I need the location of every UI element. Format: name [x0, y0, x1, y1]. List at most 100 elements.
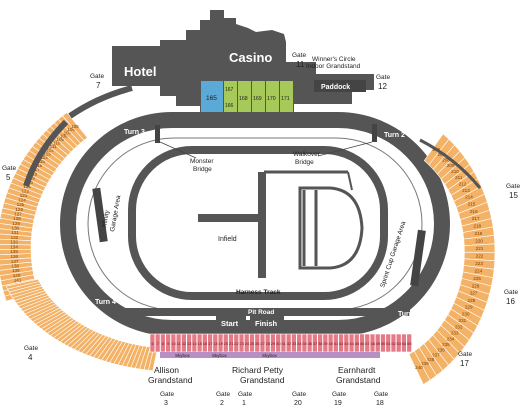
infield-oval — [298, 186, 364, 270]
harness-track-label: Harness Track — [236, 289, 281, 296]
section-136[interactable] — [0, 253, 32, 261]
section-130[interactable] — [0, 223, 33, 233]
section-label: 228 — [468, 298, 476, 303]
section-label: 10 — [171, 341, 176, 346]
right-grandstand[interactable]: 2062072082092102112122132142152162172182… — [408, 133, 496, 385]
allison-line2: Grandstand — [148, 375, 193, 385]
infield-label: Infield — [218, 236, 237, 243]
section-label: 225 — [473, 276, 481, 281]
section-label: 43 — [344, 341, 349, 346]
casino-building — [112, 10, 374, 112]
section-label: 11 — [177, 341, 182, 346]
section-label: 28 — [266, 341, 271, 346]
section-label: 18 — [213, 341, 218, 346]
section-54[interactable] — [401, 333, 407, 353]
section-label: 108 — [60, 134, 68, 139]
section-label: 53 — [397, 341, 402, 346]
apron-line — [87, 137, 423, 311]
right-back-arc — [419, 138, 482, 189]
section-label: 133 — [10, 240, 18, 245]
section-label: 236 — [437, 347, 445, 352]
section-label: 51 — [386, 341, 391, 346]
section-171-label: 171 — [281, 96, 290, 102]
section-label: 216 — [470, 209, 478, 214]
section-label: 111 — [50, 144, 57, 149]
gate-7-num: 7 — [96, 81, 101, 90]
section-6[interactable] — [149, 333, 156, 353]
gate-18-word: Gate — [374, 391, 388, 398]
section-166[interactable] — [224, 97, 237, 113]
section-170[interactable] — [266, 81, 279, 113]
section-label: 41 — [334, 341, 339, 346]
section-label: 141 — [14, 278, 22, 283]
turn-2-label: Turn 2 — [384, 132, 405, 139]
section-label: 233 — [451, 331, 459, 336]
section-105[interactable] — [62, 112, 88, 141]
section-167[interactable] — [224, 81, 237, 97]
walkover-bridge-marker — [372, 124, 377, 142]
section-132[interactable] — [0, 233, 32, 241]
section-131[interactable] — [0, 228, 33, 237]
walkover-bridge-line1: Walkover — [293, 151, 321, 158]
section-53[interactable] — [395, 333, 402, 353]
gate-20-num: 20 — [294, 400, 302, 407]
section-51[interactable] — [385, 333, 391, 353]
section-label: 235 — [442, 342, 450, 347]
buildings: Hotel Casino Paddock Winner's Circle Ind… — [112, 10, 374, 112]
section-167-label: 167 — [225, 87, 234, 93]
section-label: 114 — [40, 155, 48, 160]
section-134[interactable] — [0, 244, 32, 250]
section-135[interactable] — [0, 248, 32, 255]
section-169[interactable] — [252, 81, 265, 113]
section-label: 14 — [192, 341, 197, 346]
section-139[interactable] — [0, 265, 34, 276]
section-label: 135 — [10, 249, 18, 254]
section-label: 218 — [473, 223, 481, 228]
section-label: 210 — [451, 169, 459, 174]
section-label: 19 — [219, 341, 224, 346]
section-52[interactable] — [390, 333, 397, 353]
section-label: 220 — [475, 238, 483, 243]
left-back-arc — [23, 119, 69, 187]
section-50[interactable] — [380, 333, 386, 353]
section-label: 27 — [260, 341, 265, 346]
section-label: 50 — [381, 341, 386, 346]
section-label: 46 — [360, 341, 365, 346]
section-240[interactable] — [408, 350, 431, 385]
gate-5-word: Gate — [2, 165, 16, 172]
section-138[interactable] — [0, 261, 33, 271]
section-label: 229 — [465, 305, 473, 310]
section-label: 45 — [355, 341, 360, 346]
gate-1-word: Gate — [238, 391, 252, 398]
gate-19-num: 19 — [334, 400, 342, 407]
section-label: 212 — [459, 181, 467, 186]
section-170-label: 170 — [267, 96, 276, 102]
section-label: 7 — [157, 341, 160, 346]
section-label: 107 — [64, 130, 72, 135]
pit-road-label: Pit Road — [248, 309, 274, 316]
gate-2-num: 2 — [220, 400, 224, 407]
casino-label: Casino — [229, 50, 272, 65]
section-label: 25 — [250, 341, 255, 346]
section-label: 24 — [245, 341, 250, 346]
section-label: 127 — [14, 211, 22, 216]
section-168[interactable] — [238, 81, 251, 113]
left-grandstand[interactable]: 1441431421411401391381371361351341331321… — [0, 112, 158, 371]
section-label: 13 — [187, 341, 192, 346]
section-label: 52 — [391, 341, 396, 346]
section-label: 34 — [297, 341, 302, 346]
section-171[interactable] — [280, 81, 293, 113]
section-165[interactable] — [201, 81, 223, 113]
section-label: 30 — [276, 341, 281, 346]
section-label: 42 — [339, 341, 344, 346]
sprint-cup-garage — [410, 229, 426, 287]
section-label: 36 — [308, 341, 313, 346]
section-140[interactable] — [0, 270, 35, 282]
bottom-gates: Gate 3 Gate 2 Gate 1 Gate 20 Gate 19 Gat… — [160, 391, 388, 407]
gate-4-num: 4 — [28, 353, 33, 362]
section-55[interactable] — [406, 333, 412, 353]
gate-2-word: Gate — [216, 391, 230, 398]
section-7[interactable] — [154, 333, 161, 353]
section-label: 231 — [459, 318, 467, 323]
